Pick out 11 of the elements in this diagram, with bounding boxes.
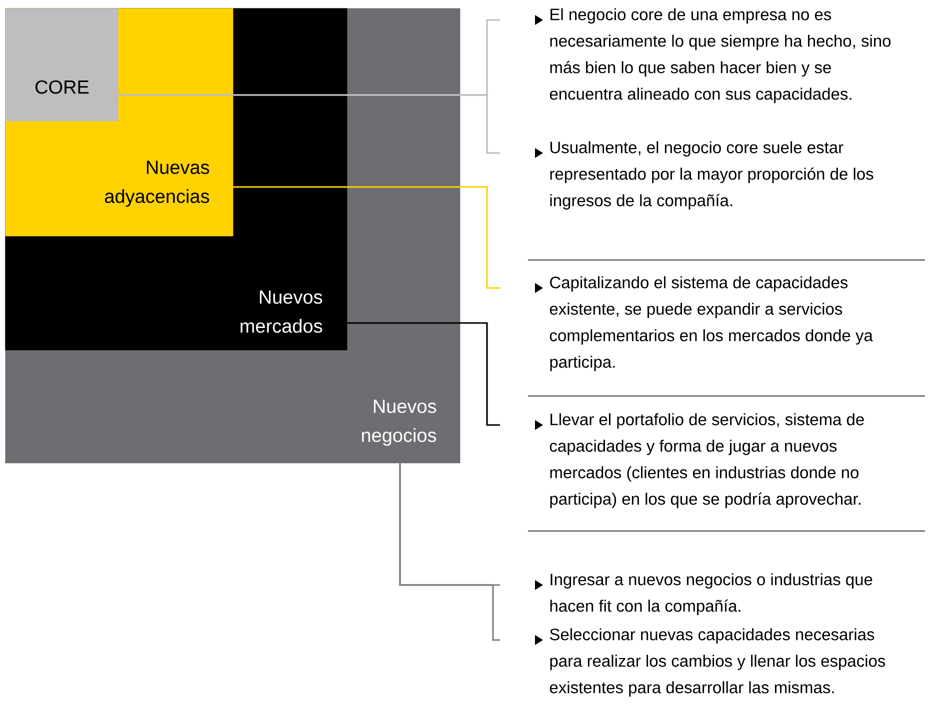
bullet-text: Seleccionar nuevas capacidades necesarias para realizar los cambios y llenar los espacios existentes para desarrollar las mismas. — [535, 628, 886, 697]
connector-line — [233, 186, 500, 289]
bullet-text: Usualmente, el negocio core suele estar representado por la mayor proporción de los ingresos de la compañía. — [535, 141, 874, 210]
bullet-text: Ingresar a nuevos negocios o industrias que hacen fit con la compañía. — [535, 573, 872, 616]
bullet-text: Llevar el portafolio de servicios, sistema de capacidades y forma de jugar a nuevos mercados (clientes en industrias donde no participa) en los que se podría aprovechar. — [535, 413, 864, 508]
bullet-text: Capitalizando el sistema de capacidades existente, se puede expandir a servicios complementarios en los mercados donde ya participa. — [535, 276, 873, 372]
bullet-text: El negocio core de una empresa no es necesariamente lo que siempre ha hecho, sino más bien lo que saben hacer bien y se encuentra alineado con sus capacidades. — [535, 8, 891, 104]
connector-line — [399, 463, 500, 641]
connector-line — [118, 94, 500, 154]
connector-line — [347, 322, 500, 426]
square-box: CORE — [5, 8, 118, 122]
